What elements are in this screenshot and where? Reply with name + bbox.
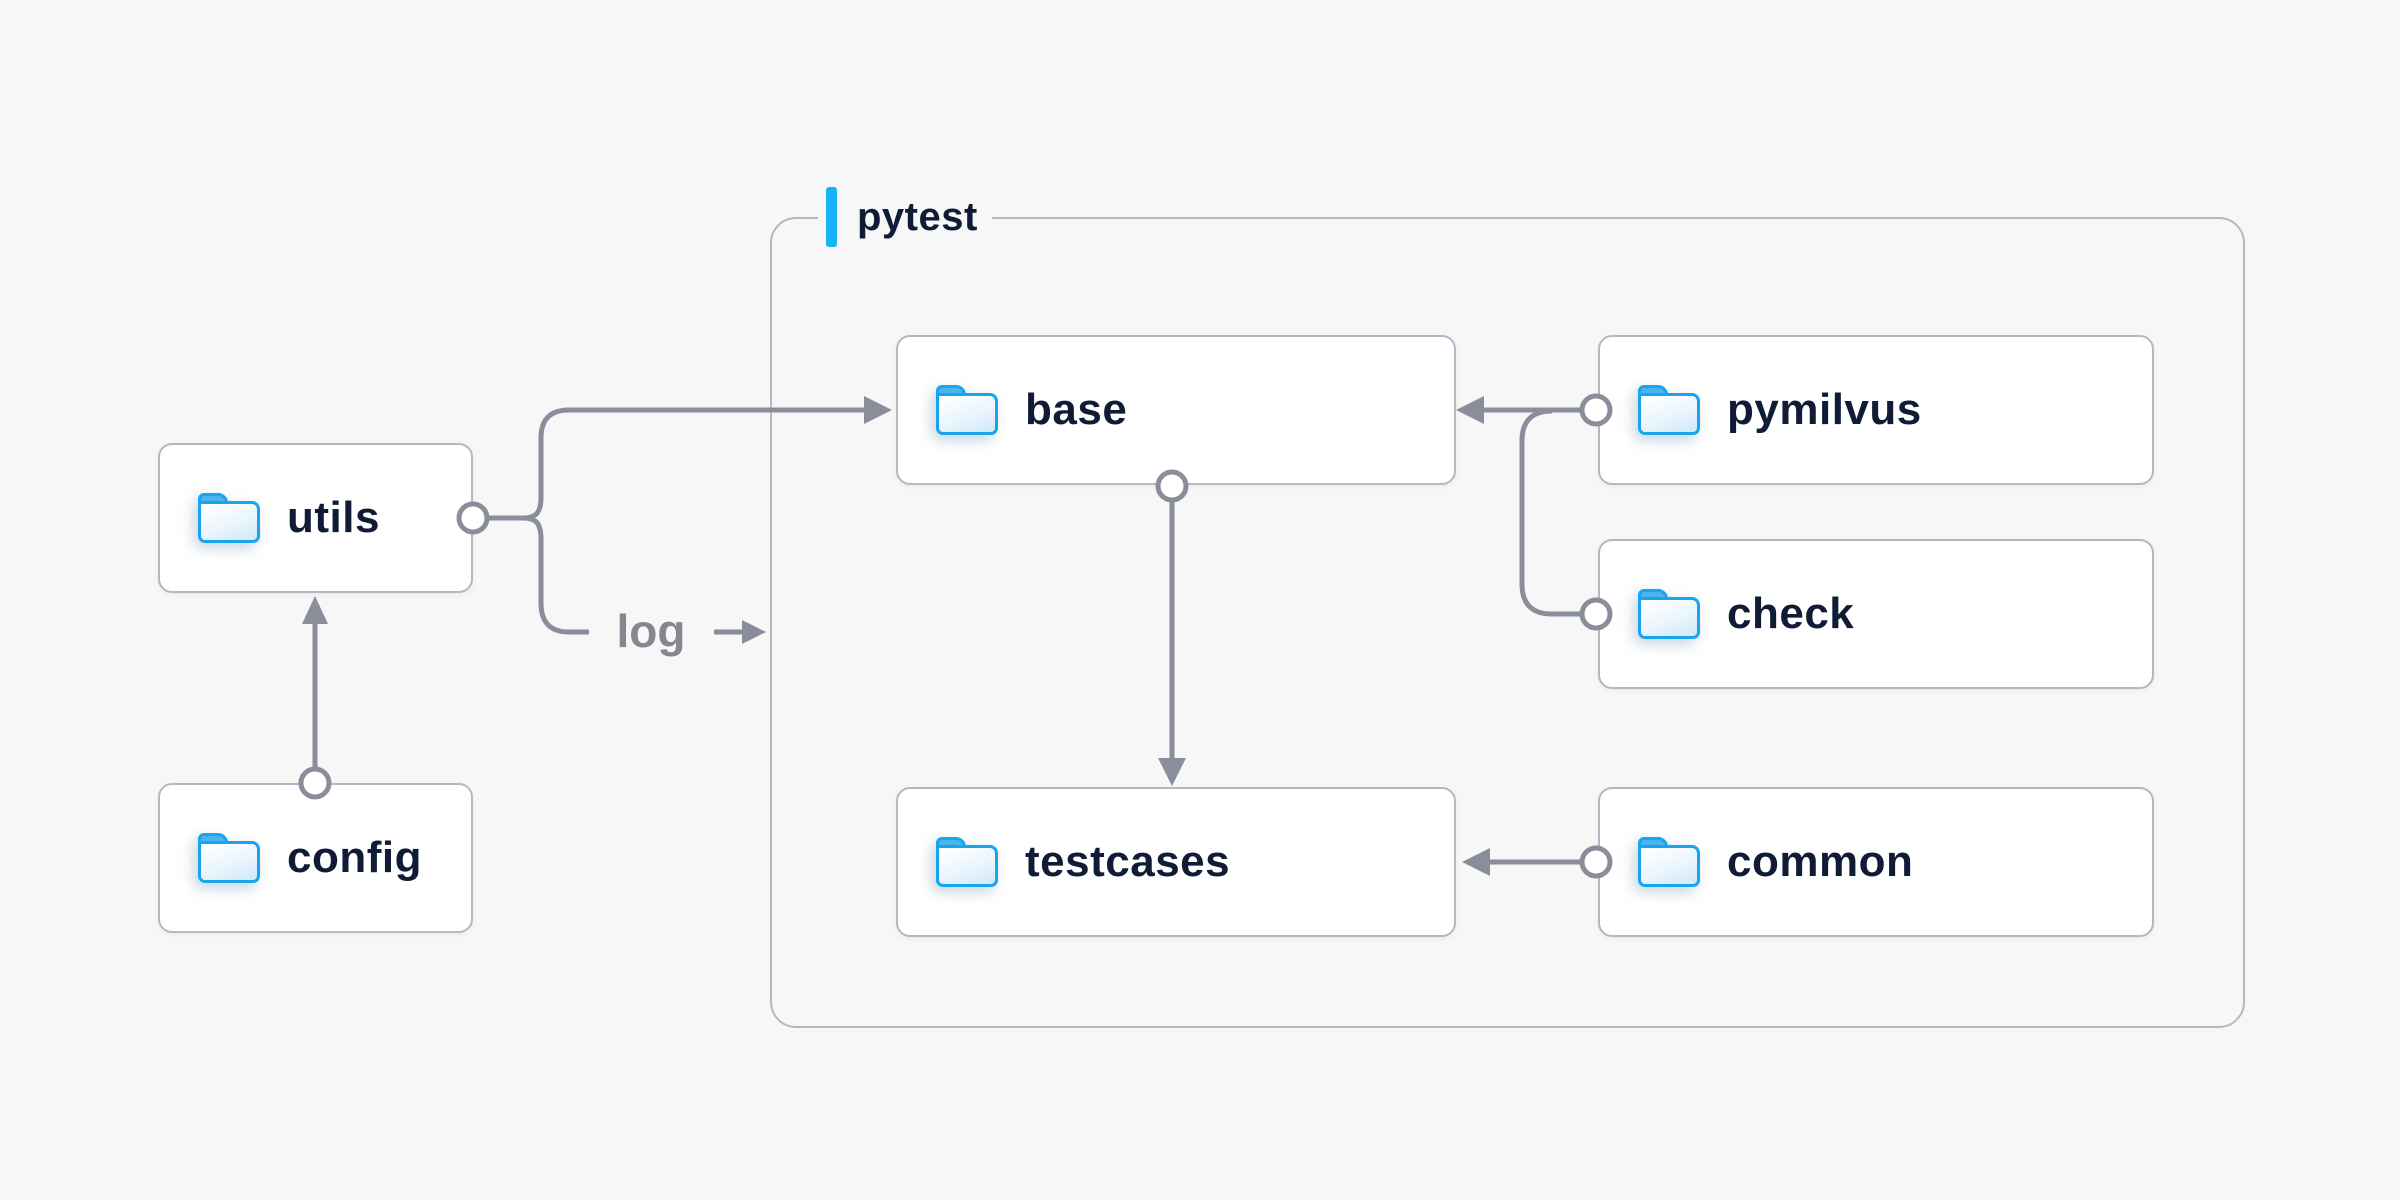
folder-icon — [198, 833, 260, 883]
folder-icon — [936, 385, 998, 435]
pytest-group-title: pytest — [857, 195, 978, 239]
node-label-base: base — [1025, 385, 1128, 434]
edge-config-utils — [302, 596, 328, 769]
node-utils: utils — [158, 443, 473, 593]
folder-icon — [936, 837, 998, 887]
folder-icon — [1638, 385, 1700, 435]
node-label-config: config — [287, 833, 422, 882]
node-label-pymilvus: pymilvus — [1727, 385, 1922, 434]
node-testcases: testcases — [896, 787, 1456, 937]
accent-bar — [826, 187, 837, 247]
node-common: common — [1598, 787, 2154, 937]
node-check: check — [1598, 539, 2154, 689]
folder-icon — [1638, 837, 1700, 887]
node-label-check: check — [1727, 589, 1855, 638]
pytest-group-box — [770, 217, 2245, 1028]
node-base: base — [896, 335, 1456, 485]
node-label-testcases: testcases — [1025, 837, 1231, 886]
pytest-group-label: pytest — [818, 186, 992, 248]
node-config: config — [158, 783, 473, 933]
folder-icon — [198, 493, 260, 543]
node-label-common: common — [1727, 837, 1914, 886]
edge-label-log: log — [616, 605, 686, 657]
node-label-utils: utils — [287, 493, 380, 542]
folder-icon — [1638, 589, 1700, 639]
node-pymilvus: pymilvus — [1598, 335, 2154, 485]
